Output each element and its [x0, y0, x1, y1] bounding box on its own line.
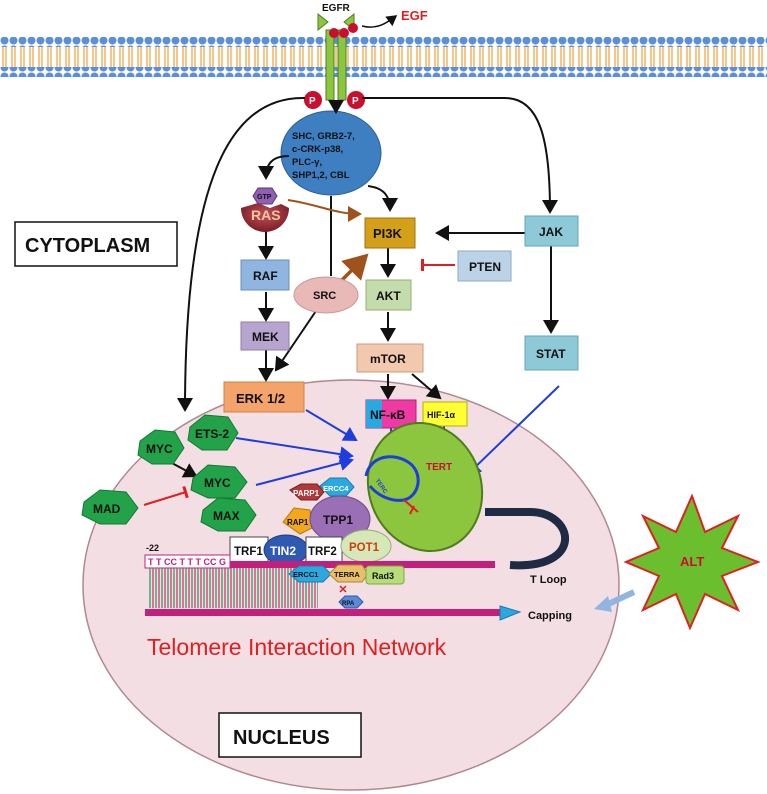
position-label: -22: [146, 543, 159, 553]
dna-bottom-strand: [145, 609, 500, 616]
svg-text:ERCC4: ERCC4: [323, 484, 349, 493]
svg-text:P: P: [352, 96, 359, 107]
src-to-pi3k-arrow: [338, 253, 369, 284]
ets2-node: [187, 414, 239, 451]
myc-node-2: [190, 464, 248, 499]
svg-text:MYC: MYC: [204, 476, 231, 490]
svg-text:NF-κB: NF-κB: [370, 408, 406, 422]
svg-text:AKT: AKT: [376, 289, 401, 303]
mtor-node: [356, 343, 424, 373]
svg-text:MEK: MEK: [252, 330, 279, 344]
adaptor-line-1: SHC, GRB2-7,: [292, 131, 355, 142]
egfr-label: EGFR: [322, 3, 351, 14]
svg-text:PARP1: PARP1: [293, 489, 320, 498]
capping-label: Capping: [528, 610, 572, 622]
mek-node: [240, 321, 290, 351]
rpa-node: [338, 595, 364, 609]
dna-top-strand: [145, 561, 495, 568]
signaling-arrows: [169, 96, 559, 478]
t-loop-label: T Loop: [530, 574, 567, 586]
pten-node: [457, 250, 512, 282]
svg-text:SRC: SRC: [313, 290, 336, 302]
cell-membrane: [0, 37, 767, 77]
svg-text:MAD: MAD: [93, 502, 121, 516]
gtp-label: GTP: [257, 194, 272, 201]
svg-text:TPP1: TPP1: [323, 513, 353, 527]
capping-arrowhead: [499, 605, 522, 621]
trf1-node: [229, 536, 269, 564]
alt-burst: [623, 493, 761, 631]
network-title: Telomere Interaction Network: [147, 634, 447, 660]
phospho-left-icon: [304, 91, 322, 109]
svg-text:MYC: MYC: [146, 442, 173, 456]
svg-text:TRF1: TRF1: [234, 546, 263, 558]
svg-text:RPA: RPA: [342, 601, 355, 607]
svg-text:JAK: JAK: [539, 225, 563, 239]
cytoplasm-label: CYTOPLASM: [25, 235, 150, 257]
phospho-right-icon: [347, 91, 365, 109]
t-loop-dna: [485, 508, 569, 570]
svg-text:P: P: [309, 96, 316, 107]
svg-text:TRF2: TRF2: [308, 546, 337, 558]
svg-text:POT1: POT1: [349, 542, 380, 554]
svg-text:PI3K: PI3K: [373, 226, 403, 241]
svg-text:Rad3: Rad3: [372, 571, 394, 581]
egf-ligand-icon: [348, 23, 358, 33]
myc-node-1: [137, 429, 185, 465]
terc-rna: [364, 455, 420, 502]
svg-text:STAT: STAT: [536, 347, 566, 361]
nucleus-box: [218, 712, 362, 758]
stat-node: [524, 335, 579, 371]
adaptor-line-2: c-CRK-p38,: [292, 144, 343, 155]
max-node: [200, 497, 257, 532]
svg-text:TERRA: TERRA: [334, 570, 360, 579]
mad-inhibition: [143, 485, 189, 506]
rad3-node: [365, 565, 405, 585]
svg-text:PTEN: PTEN: [469, 260, 501, 274]
mad-node: [81, 489, 139, 525]
akt-node: [365, 279, 412, 311]
adaptor-line-4: SHP1,2, CBL: [292, 170, 350, 181]
ercc4-node: [319, 477, 355, 497]
pi3k-node: [364, 217, 416, 249]
svg-text:ALT: ALT: [680, 554, 704, 569]
egfr-receptor: [317, 12, 358, 101]
svg-text:RAF: RAF: [253, 269, 278, 283]
ras-node: [241, 203, 289, 232]
src-node: [293, 276, 359, 314]
hif-node: [422, 401, 468, 427]
cytoplasm-box: [14, 221, 178, 267]
svg-text:mTOR: mTOR: [370, 352, 406, 366]
raf-node: [240, 259, 290, 291]
svg-text:RAP1: RAP1: [287, 518, 309, 527]
svg-text:HIF-1α: HIF-1α: [427, 410, 456, 420]
tert-label: TERT: [426, 462, 452, 473]
sequence-text: T T CC T T T CC G: [148, 557, 226, 567]
egf-label: EGF: [401, 8, 428, 23]
erk-node: [223, 381, 305, 413]
nucleus-label: NUCLEUS: [233, 727, 330, 749]
svg-text:ERK 1/2: ERK 1/2: [236, 391, 285, 406]
jak-node: [524, 215, 579, 247]
svg-text:SHC, GRB2-7, c-CRK-p38,: SHC, GRB2-7, c-CRK-p38, PLC-γ, SHP1,2, C…: [292, 131, 357, 181]
egf-binding-arrow: [361, 15, 398, 28]
gtp-icon: [252, 187, 278, 205]
tert-enzyme: [366, 421, 484, 553]
rad3-inhibition-mark: [339, 585, 347, 593]
svg-text:ERCC1: ERCC1: [293, 570, 318, 579]
svg-text:MAX: MAX: [213, 509, 240, 523]
ras-to-pi3k-arrow: [287, 199, 362, 222]
svg-text:ETS-2: ETS-2: [195, 427, 229, 441]
svg-text:RAS: RAS: [251, 207, 281, 223]
svg-text:TIN2: TIN2: [270, 544, 296, 558]
adaptor-line-3: PLC-γ,: [292, 157, 322, 168]
parp1-node: [289, 483, 325, 501]
